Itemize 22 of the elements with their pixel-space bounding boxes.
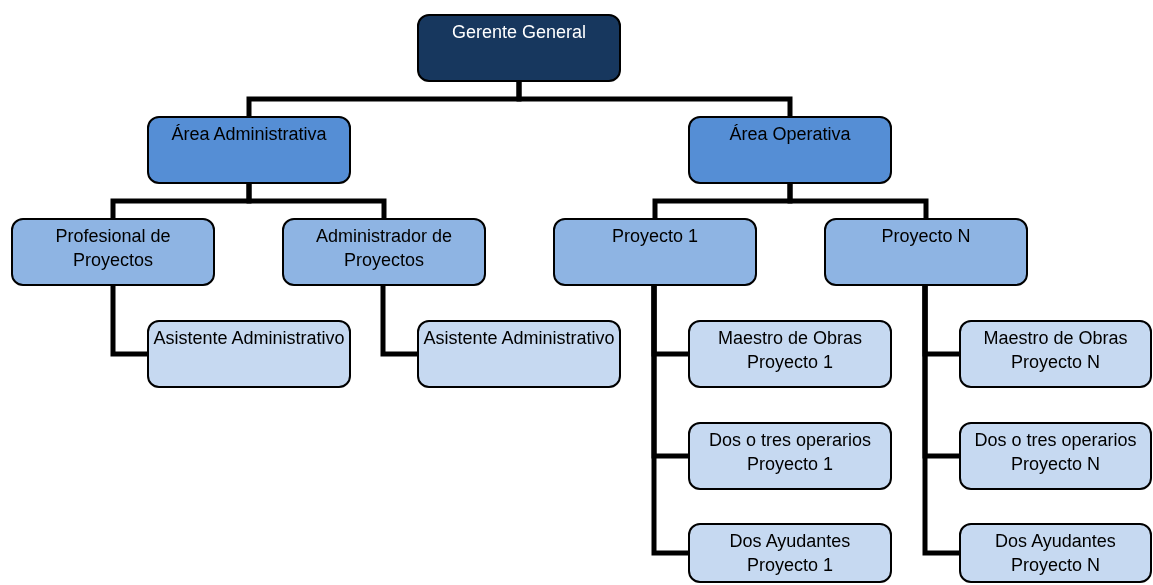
connector-line [380, 286, 417, 357]
connector-line [110, 286, 147, 357]
org-box: Área Administrativa [147, 116, 351, 184]
org-box: Maestro de Obras Proyecto N [959, 320, 1152, 388]
connector-line [516, 82, 793, 116]
org-box: Asistente Administrativo [417, 320, 621, 388]
org-box: Administrador de Proyectos [282, 218, 486, 286]
connector-line [787, 184, 929, 218]
org-box: Dos Ayudantes Proyecto 1 [688, 523, 892, 583]
connector-line [651, 286, 688, 556]
org-box: Dos o tres operarios Proyecto 1 [688, 422, 892, 490]
connector-line [922, 286, 959, 556]
org-box: Dos Ayudantes Proyecto N [959, 523, 1152, 583]
connector-line [246, 184, 387, 218]
org-box: Proyecto 1 [553, 218, 757, 286]
org-box: Profesional de Proyectos [11, 218, 215, 286]
org-box: Gerente General [417, 14, 621, 82]
org-box: Asistente Administrativo [147, 320, 351, 388]
org-box: Proyecto N [824, 218, 1028, 286]
org-box: Dos o tres operarios Proyecto N [959, 422, 1152, 490]
org-box: Maestro de Obras Proyecto 1 [688, 320, 892, 388]
org-box: Área Operativa [688, 116, 892, 184]
